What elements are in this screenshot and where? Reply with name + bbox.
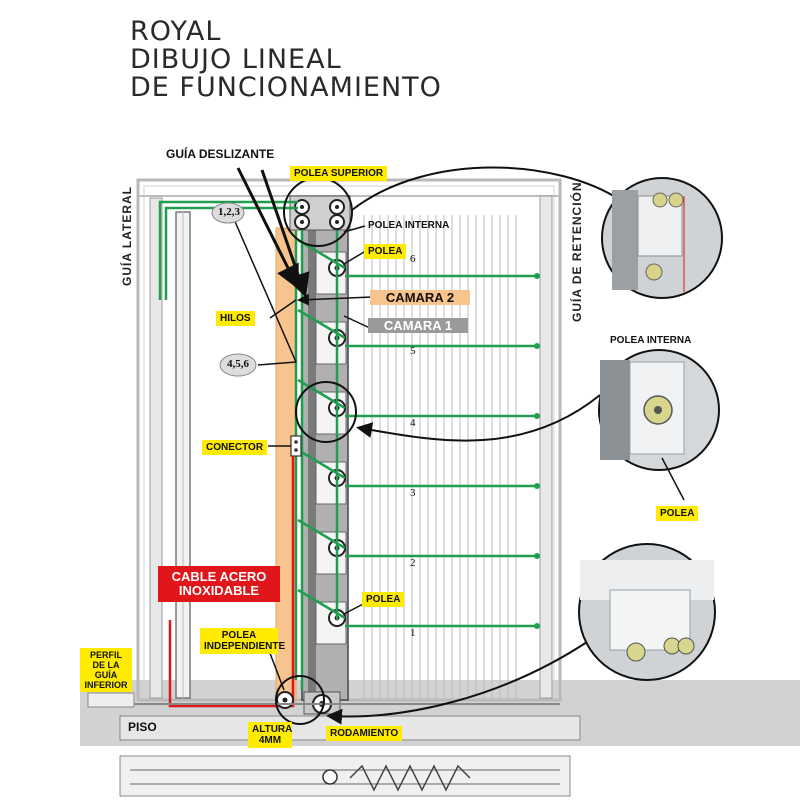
label-altura: ALTURA 4MM: [248, 722, 292, 748]
pointer-123: [229, 209, 297, 363]
label-perfil-guia-inferior: PERFIL DE LA GUÍA INFERIOR: [80, 648, 132, 692]
callout-bottom: [275, 675, 325, 725]
pointer-polea: [343, 251, 365, 265]
title-line-1: ROYAL: [130, 16, 222, 47]
title-line-3: DE FUNCIONAMIENTO: [130, 72, 442, 103]
bottom-view: [119, 755, 571, 797]
detail-circle-top: [601, 177, 723, 299]
label-rodamiento: RODAMIENTO: [326, 726, 403, 741]
inner-frame: [143, 185, 555, 695]
label-polea-superior: POLEA SUPERIOR: [290, 166, 388, 181]
label-polea-top: POLEA: [364, 244, 407, 259]
level-2: 2: [410, 557, 416, 569]
retention-guide: [539, 195, 553, 699]
label-conector: CONECTOR: [202, 440, 268, 455]
label-polea-right: POLEA: [656, 506, 699, 521]
group-label-123: 1,2,3: [218, 206, 240, 218]
connector-part: [290, 435, 302, 457]
callout-internal-pulley: [295, 381, 357, 443]
pointer-guia-deslizante: [236, 167, 299, 290]
label-polea-lower: POLEA: [362, 592, 405, 607]
label-cable-acero: CABLE ACERO INOXIDABLE: [158, 566, 280, 602]
group-oval-123: [211, 202, 245, 224]
level-4: 4: [410, 417, 416, 429]
label-camara-2: CAMARA 2: [370, 290, 470, 305]
callout-line-top: [351, 166, 621, 211]
level-6: 6: [410, 253, 416, 265]
pointer-polea-lower: [343, 602, 366, 615]
label-camara-1: CAMARA 1: [368, 318, 468, 333]
pointer-456: [257, 361, 297, 366]
label-polea-interna: POLEA INTERNA: [368, 220, 450, 231]
level-3: 3: [410, 487, 416, 499]
label-piso: PISO: [128, 720, 157, 734]
pointer-hilos: [269, 299, 297, 319]
level-5: 5: [410, 345, 416, 357]
pleated-mesh: [363, 215, 517, 700]
label-hilos: HILOS: [216, 311, 255, 326]
pointer-polea-independiente: [267, 647, 285, 691]
threads: [158, 200, 537, 690]
label-guia-retencion: GUÍA DE RETENCIÓN: [570, 181, 584, 322]
pointer-camara2: [297, 293, 373, 306]
group-label-456: 4,5,6: [227, 358, 249, 370]
callout-line-middle: [356, 394, 601, 442]
title-line-2: DIBUJO LINEAL: [130, 44, 342, 75]
pointer-polea-right: [661, 457, 685, 501]
group-oval-456: [219, 353, 257, 377]
stainless-cable: [168, 456, 295, 708]
detail-circle-middle: [598, 349, 720, 471]
bottom-guide-profile: [87, 692, 135, 708]
label-guia-deslizante: GUÍA DESLIZANTE: [166, 147, 275, 161]
pointer-polea-interna: [343, 225, 366, 233]
label-polea-interna-right: POLEA INTERNA: [610, 335, 692, 346]
detail-circle-bottom: [578, 543, 716, 681]
label-guia-lateral: GUÍA LATERAL: [120, 186, 134, 286]
thread-anchors: [534, 273, 540, 629]
callout-line-bottom: [326, 639, 591, 725]
top-pulley-assembly: [294, 199, 345, 230]
level-1: 1: [410, 627, 416, 639]
pointer-camara1: [343, 315, 371, 329]
label-polea-independiente: POLEA INDEPENDIENTE: [200, 628, 285, 654]
